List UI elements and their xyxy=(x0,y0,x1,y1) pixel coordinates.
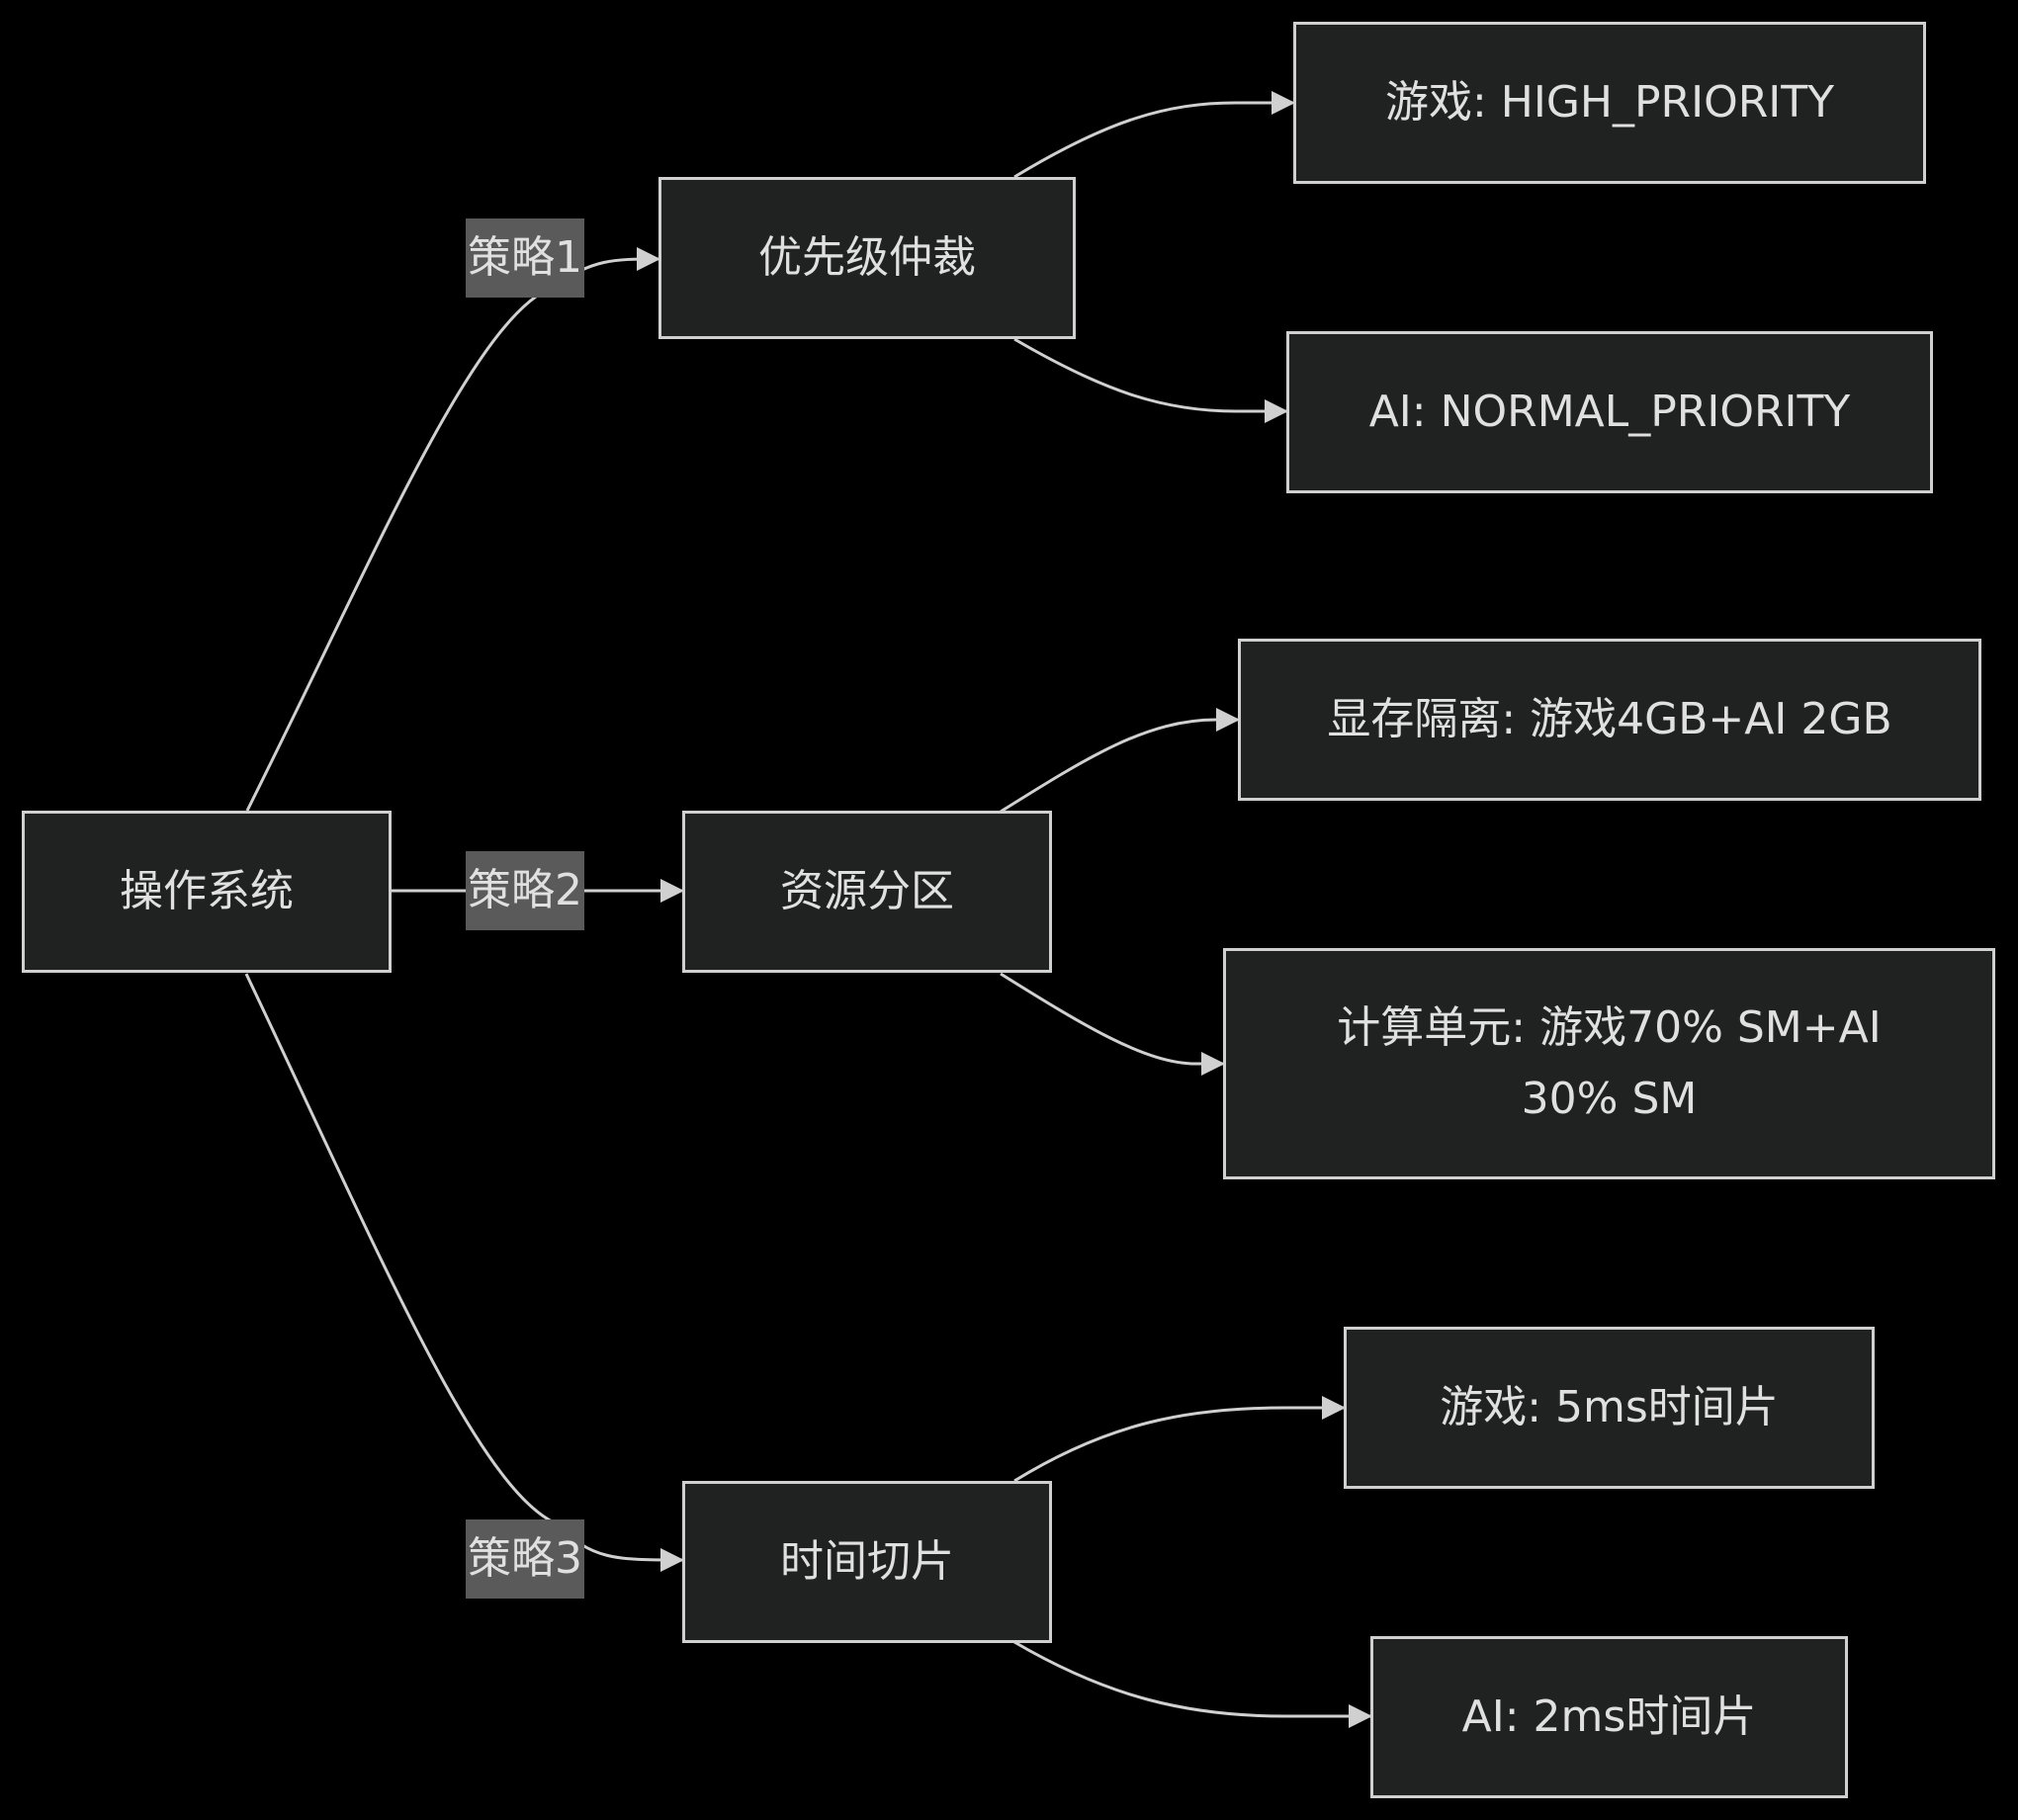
node-game-high-priority: 游戏: HIGH_PRIORITY xyxy=(1293,22,1926,184)
edge-timeslice-to-ai-2ms xyxy=(1013,1640,1372,1728)
node-game-5ms-slice: 游戏: 5ms时间片 xyxy=(1344,1327,1875,1489)
node-resource-partition: 资源分区 xyxy=(682,811,1052,973)
node-priority-arbitration: 优先级仲裁 xyxy=(658,177,1076,339)
edge-priority-to-ai-normal xyxy=(1013,337,1288,423)
edge-partition-to-compute xyxy=(1000,972,1225,1076)
edge-label-strategy-3: 策略3 xyxy=(466,1519,584,1599)
edge-label-strategy-2: 策略2 xyxy=(466,851,584,930)
node-time-slicing: 时间切片 xyxy=(682,1481,1052,1643)
node-os: 操作系统 xyxy=(22,811,392,973)
edge-os-to-priority xyxy=(245,247,660,812)
node-ai-normal-priority: AI: NORMAL_PRIORITY xyxy=(1286,331,1933,493)
node-compute-units: 计算单元: 游戏70% SM+AI 30% SM xyxy=(1223,948,1995,1179)
edge-priority-to-game-high xyxy=(1013,91,1295,179)
edge-os-to-timeslice xyxy=(244,973,684,1572)
edge-label-strategy-1: 策略1 xyxy=(466,218,584,298)
node-ai-2ms-slice: AI: 2ms时间片 xyxy=(1370,1636,1848,1798)
edge-partition-to-vram xyxy=(1000,708,1240,814)
node-vram-isolation: 显存隔离: 游戏4GB+AI 2GB xyxy=(1238,639,1981,801)
edge-timeslice-to-game-5ms xyxy=(1013,1396,1346,1483)
